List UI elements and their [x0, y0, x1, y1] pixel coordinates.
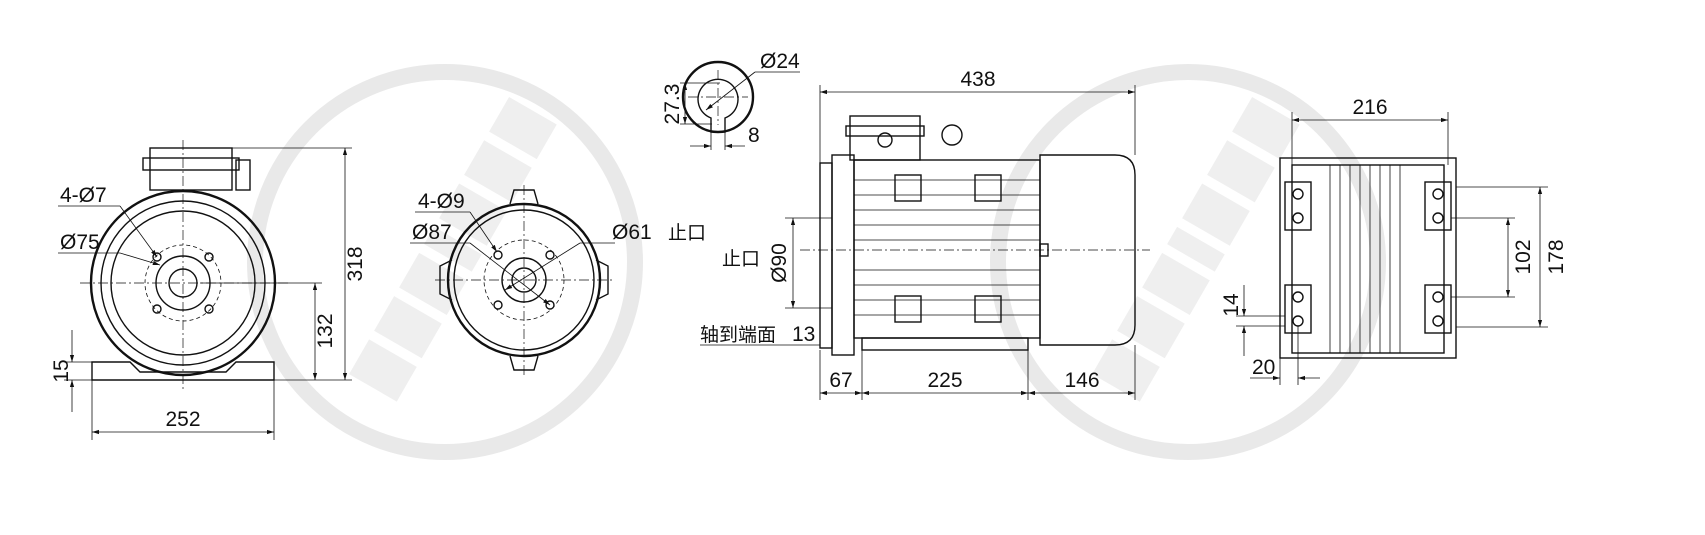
top-width-label: 216 — [1352, 96, 1387, 119]
side-shaft-end-label: 13 — [792, 323, 815, 346]
shaft-key-width-label: 8 — [748, 124, 760, 147]
cooling-fins — [854, 179, 1040, 316]
flange-spigot-label: Ø61 — [612, 221, 652, 244]
shaft-diameter-label: Ø24 — [760, 50, 800, 73]
top-hole-spacing-label: 102 — [1512, 239, 1535, 274]
front-end-view: 4-Ø7 Ø75 318 132 15 252 — [50, 140, 367, 440]
front-holes-label: 4-Ø7 — [60, 184, 107, 207]
top-depth-label: 178 — [1545, 239, 1568, 274]
front-foot-label: 15 — [50, 359, 73, 382]
shaft-section-view: Ø24 27.3 8 — [661, 50, 800, 150]
flange-holes-label: 4-Ø9 — [418, 190, 465, 213]
side-shaft-end-cn-label: 轴到端面 — [700, 324, 776, 346]
flange-view: 4-Ø9 Ø87 Ø61 止口 — [410, 185, 706, 378]
front-pcd-label: Ø75 — [60, 231, 100, 254]
side-d1-label: 67 — [829, 369, 852, 392]
front-shaft-height-label: 132 — [314, 313, 337, 348]
top-hole-label: 14 — [1220, 293, 1243, 317]
shaft-key-height-label: 27.3 — [661, 84, 684, 125]
watermark-logo-left — [247, 64, 643, 460]
front-height-label: 318 — [344, 246, 367, 281]
side-spigot-label: Ø90 — [768, 243, 791, 283]
top-offset-label: 20 — [1252, 356, 1275, 379]
side-length-label: 438 — [960, 68, 995, 91]
side-d2-label: 225 — [927, 369, 962, 392]
flange-spigot-cn-label: 止口 — [668, 222, 706, 244]
watermark-logo-right — [990, 64, 1386, 460]
side-d3-label: 146 — [1064, 369, 1099, 392]
side-spigot-cn-label: 止口 — [722, 248, 760, 270]
flange-pcd-label: Ø87 — [412, 221, 452, 244]
top-view: 216 178 102 14 20 — [1220, 96, 1568, 385]
side-view: 438 Ø90 止口 轴到端面 13 67 225 146 — [700, 68, 1150, 400]
front-width-label: 252 — [165, 408, 200, 431]
top-fins — [1329, 165, 1401, 353]
